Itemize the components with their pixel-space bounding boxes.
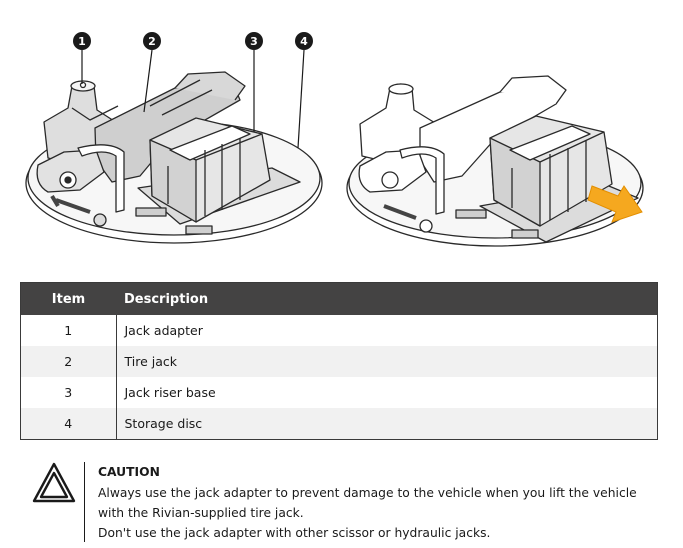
table-row: 4 Storage disc [20,408,658,440]
item-number: 3 [20,377,117,408]
svg-text:3: 3 [250,35,258,48]
right-illustration [346,75,644,247]
caution-notice: CAUTION Always use the jack adapter to p… [30,460,660,544]
svg-text:2: 2 [148,35,156,48]
warning-triangle-icon [32,462,76,504]
svg-text:4: 4 [300,35,308,48]
table-row: 2 Tire jack [20,346,658,377]
item-description: Jack riser base [124,385,216,400]
column-header-item: Item [20,282,116,315]
caution-content: CAUTION Always use the jack adapter to p… [98,464,658,543]
caution-line-1: Always use the jack adapter to prevent d… [98,486,637,520]
item-description: Storage disc [116,408,658,440]
caution-title: CAUTION [98,465,160,479]
callout-4: 4 [295,32,313,50]
caution-line-2: Don't use the jack adapter with other sc… [98,526,491,540]
callout-3: 3 [245,32,263,50]
table-row: 3 Jack riser base [20,377,658,408]
column-header-description: Description [116,282,658,315]
callout-1: 1 [73,32,91,50]
item-number: 1 [20,315,117,346]
jack-kit-illustration: 1 2 3 4 [0,0,683,270]
table-row: 1 Jack adapter [20,315,658,346]
item-description: Jack adapter [124,323,203,338]
item-description: Tire jack [116,346,658,377]
table-header-row: Item Description [20,282,658,315]
left-illustration [25,71,323,244]
item-number: 4 [20,408,117,440]
item-number: 2 [20,346,117,377]
slide-direction-arrow [587,185,643,223]
svg-text:1: 1 [78,35,86,48]
parts-table: Item Description 1 Jack adapter 2 Tire j… [20,282,658,440]
callout-2: 2 [143,32,161,50]
caution-divider [84,462,85,542]
